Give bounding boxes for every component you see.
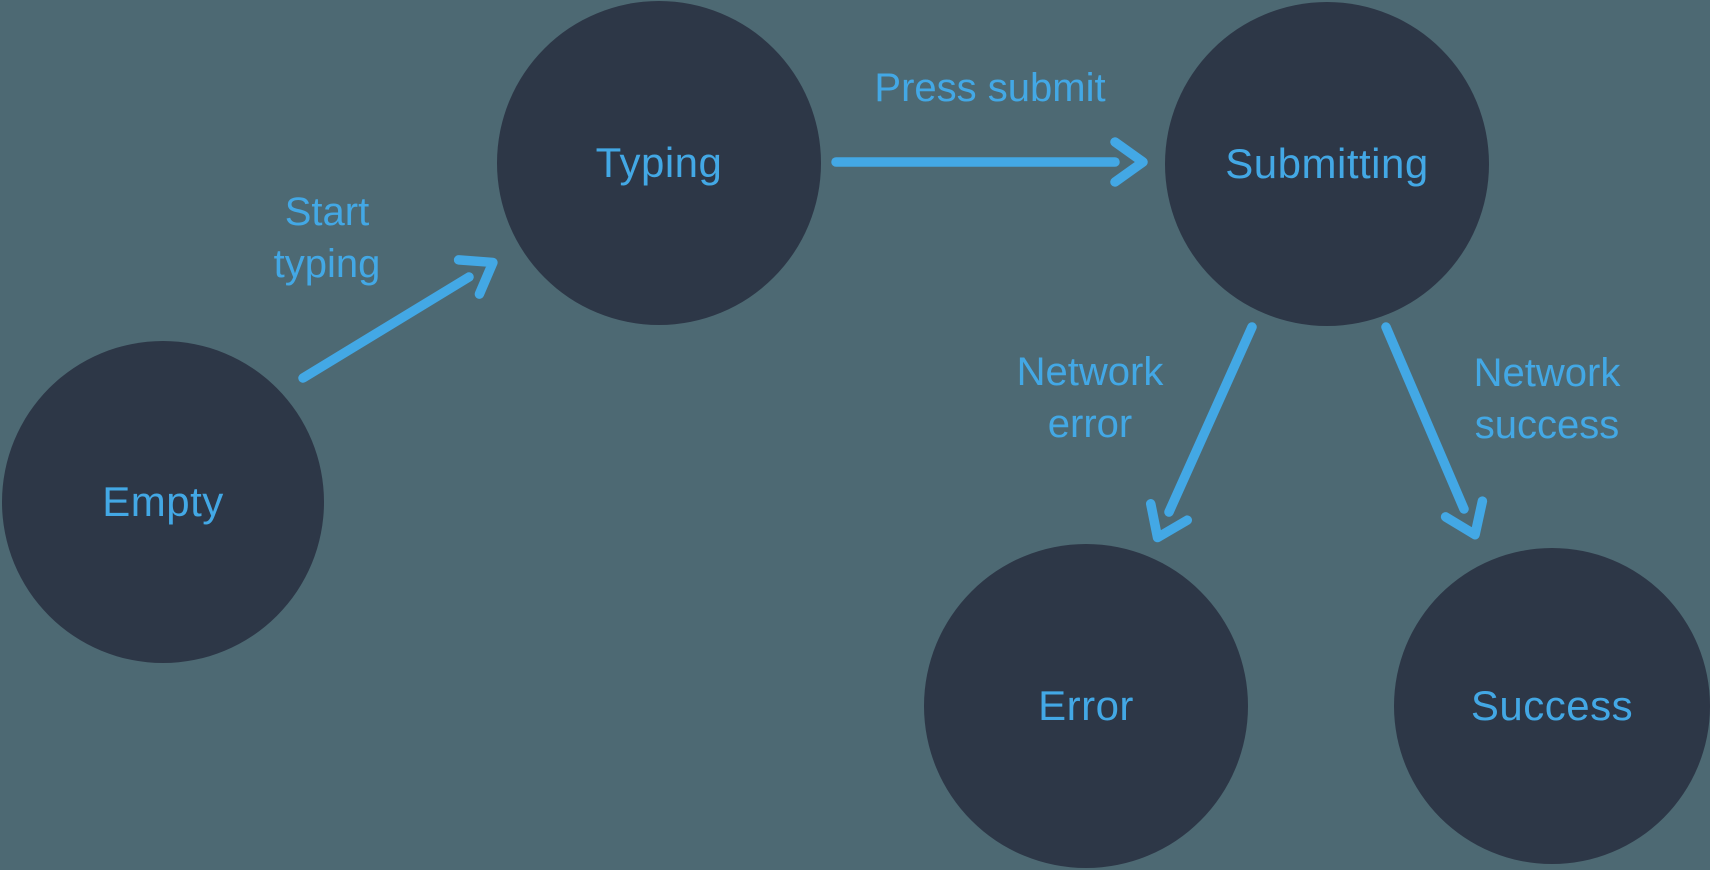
- edge-label-press-submit: Press submit: [874, 62, 1105, 114]
- node-typing-label: Typing: [595, 139, 723, 186]
- edge-label-network-success-line-1: Network: [1473, 351, 1621, 395]
- edge-label-network-error-line-2: error: [1047, 402, 1133, 446]
- edge-label-network-error: Network error: [1017, 346, 1164, 450]
- node-error-label: Error: [1038, 682, 1134, 729]
- edge-label-network-success: Network success: [1474, 347, 1621, 451]
- edge-network-success-arrow: [1381, 322, 1488, 540]
- edge-network-error-arrow: [1146, 322, 1257, 543]
- node-typing: Typing: [497, 1, 821, 325]
- edge-label-network-error-line-1: Network: [1016, 350, 1164, 394]
- edge-label-start-typing-line-2: typing: [273, 242, 381, 286]
- edge-label-start-typing: Start typing: [274, 186, 381, 290]
- edge-label-press-submit-line-1: Press submit: [874, 66, 1106, 110]
- node-empty-label: Empty: [102, 478, 224, 525]
- edge-label-start-typing-line-1: Start: [284, 190, 370, 234]
- edge-start-typing-arrow: [298, 255, 498, 383]
- node-submitting: Submitting: [1165, 2, 1489, 326]
- node-error: Error: [924, 544, 1248, 868]
- node-success: Success: [1394, 548, 1710, 864]
- node-submitting-label: Submitting: [1225, 140, 1429, 187]
- node-empty: Empty: [2, 341, 324, 663]
- node-success-label: Success: [1470, 682, 1634, 729]
- edge-label-network-success-line-2: success: [1474, 403, 1620, 447]
